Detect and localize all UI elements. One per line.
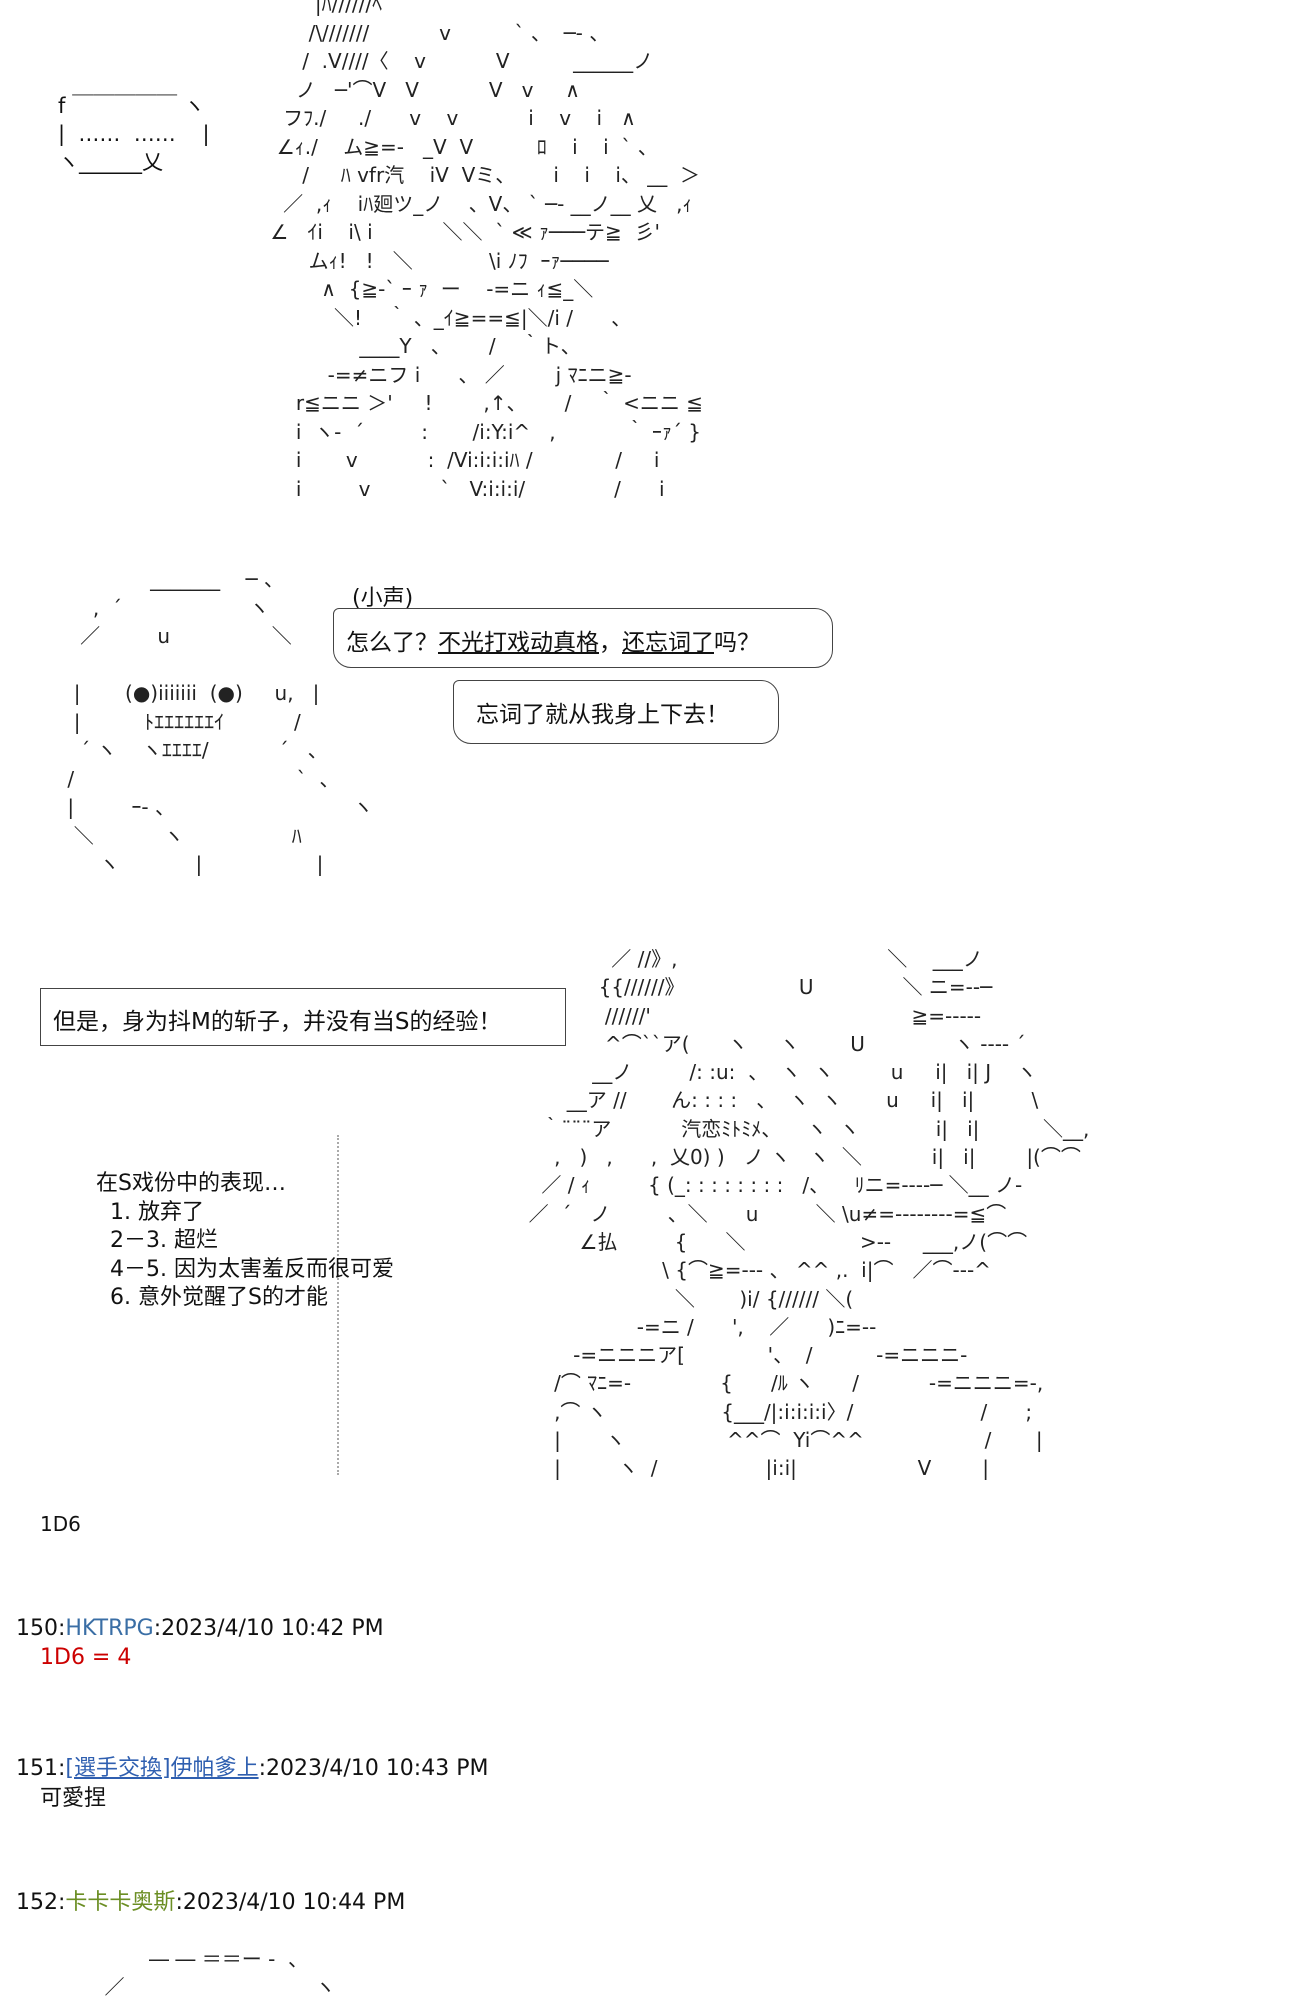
post-header: 150:HKTRPG:2023/4/10 10:42 PM bbox=[16, 1616, 384, 1641]
statement-text: 但是，身为抖M的斩子，并没有当S的经验！ bbox=[53, 1009, 502, 1035]
whisper-line-suffix: 吗？ bbox=[714, 630, 760, 656]
whisper-line-mid: ， bbox=[599, 630, 622, 656]
reply-text: 忘词了就从我身上下去！ bbox=[476, 702, 729, 728]
whisper-line-underlined: 不光打戏动真格 bbox=[438, 630, 599, 656]
post-author-link[interactable]: 卡卡卡奥斯 bbox=[65, 1890, 176, 1915]
dice-result: 1D6 = 4 bbox=[40, 1645, 132, 1670]
whisper-label: (小声) bbox=[352, 586, 414, 611]
outcome-item: 2－3. 超烂 bbox=[110, 1228, 218, 1253]
statement-box: 但是，身为抖M的斩子，并没有当S的经验！ bbox=[40, 988, 566, 1046]
outcome-item: 1. 放弃了 bbox=[110, 1199, 204, 1225]
post-number: 150 bbox=[16, 1616, 58, 1641]
post-author-link[interactable]: [選手交換]伊帕爹上 bbox=[65, 1756, 259, 1781]
ellipsis-bubble-text: | …… …… | bbox=[58, 122, 210, 146]
whisper-bubble: 怎么了？不光打戏动真格，还忘词了吗？ bbox=[333, 608, 833, 668]
post-header: 152:卡卡卡奥斯:2023/4/10 10:44 PM bbox=[16, 1890, 406, 1915]
post-author-link[interactable]: HKTRPG bbox=[65, 1616, 154, 1641]
outcome-item: 4－5. 因为太害羞反而很可爱 bbox=[110, 1256, 394, 1282]
roll-label: 1D6 bbox=[40, 1512, 81, 1536]
ellipsis-bubble-bottom: ヽ______乂 bbox=[58, 150, 163, 174]
post-timestamp: 2023/4/10 10:43 PM bbox=[266, 1756, 489, 1781]
outcome-item: 6. 意外觉醒了S的才能 bbox=[110, 1285, 328, 1310]
ellipsis-bubble: f ￣￣￣￣￣ ヽ | …… …… | ヽ______乂 bbox=[58, 92, 210, 176]
outcome-list: 在S戏份中的表现… 1. 放弃了 2－3. 超烂 4－5. 因为太害羞反而很可爱… bbox=[96, 1170, 394, 1313]
post-body: 可愛捏 bbox=[40, 1786, 107, 1811]
post-number: 151 bbox=[16, 1756, 58, 1781]
ascii-art-figure: ／ //》, ＼ ___ノ {{//////》 U ＼ ニ=‐‐─ //////… bbox=[528, 947, 1090, 1481]
post-timestamp: 2023/4/10 10:44 PM bbox=[182, 1890, 406, 1915]
reply-bubble: 忘词了就从我身上下去！ bbox=[453, 680, 779, 744]
dotted-divider bbox=[337, 1135, 339, 1475]
ascii-art-bottom: ― ― ＝＝ー - 、 ／ ヽ bbox=[104, 1947, 336, 1999]
ascii-art-top: |ﾊ//////ﾍ /\/////// v ` 、 ─- 、 / .V////〈… bbox=[270, 0, 704, 501]
ellipsis-bubble-top: f ￣￣￣￣￣ ヽ bbox=[58, 94, 205, 118]
ascii-art-face: _______ ─ 、 , ´ ヽ ／ u ＼ | (●)iiiiiii (●)… bbox=[67, 567, 373, 876]
post-header: 151:[選手交換]伊帕爹上:2023/4/10 10:43 PM bbox=[16, 1756, 489, 1781]
whisper-line-underlined-2: 还忘词了 bbox=[622, 630, 714, 656]
outcome-list-title: 在S戏份中的表现… bbox=[96, 1171, 286, 1196]
post-timestamp: 2023/4/10 10:42 PM bbox=[161, 1616, 384, 1641]
post-number: 152 bbox=[16, 1890, 58, 1915]
whisper-line-prefix: 怎么了？ bbox=[346, 630, 438, 656]
